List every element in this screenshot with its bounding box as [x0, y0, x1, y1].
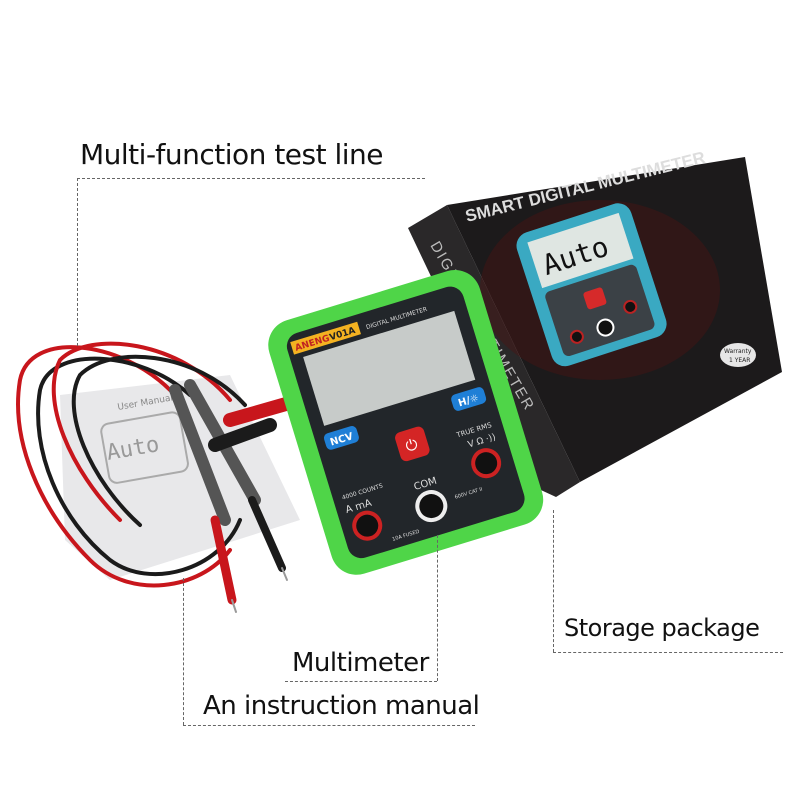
callout-multimeter-hline: [285, 681, 437, 682]
callout-multimeter-vline: [437, 535, 438, 681]
hold-button: [451, 387, 487, 411]
callout-storage: Storage package: [564, 614, 760, 642]
power-button: [395, 426, 430, 462]
a-jack: [352, 510, 383, 541]
warranty-period: 1 YEAR: [729, 357, 750, 364]
com-jack: [415, 490, 448, 523]
box-meter-picture: Auto: [516, 203, 667, 367]
v-jack: [471, 448, 502, 479]
warranty-label: Warranty: [724, 348, 752, 355]
callout-manual-hline: [183, 725, 475, 726]
instruction-manual: User Manual Auto: [60, 375, 300, 580]
meter-lcd: [303, 310, 476, 426]
callout-test-line: Multi-function test line: [80, 138, 384, 171]
callout-storage-vline: [553, 510, 554, 652]
multimeter: ANENG V01A DIGITAL MULTIMETER NCV H/☼ ⏻ …: [268, 269, 544, 575]
test-leads: [16, 341, 317, 613]
callout-manual-vline: [183, 578, 184, 725]
callout-manual: An instruction manual: [203, 691, 480, 721]
callout-test-line-hline: [77, 178, 425, 179]
callout-multimeter: Multimeter: [292, 648, 429, 678]
callout-test-line-vline: [77, 178, 78, 346]
power-icon: ⏻: [403, 435, 420, 456]
ncv-button: [323, 426, 359, 450]
callout-storage-hline: [553, 652, 783, 653]
